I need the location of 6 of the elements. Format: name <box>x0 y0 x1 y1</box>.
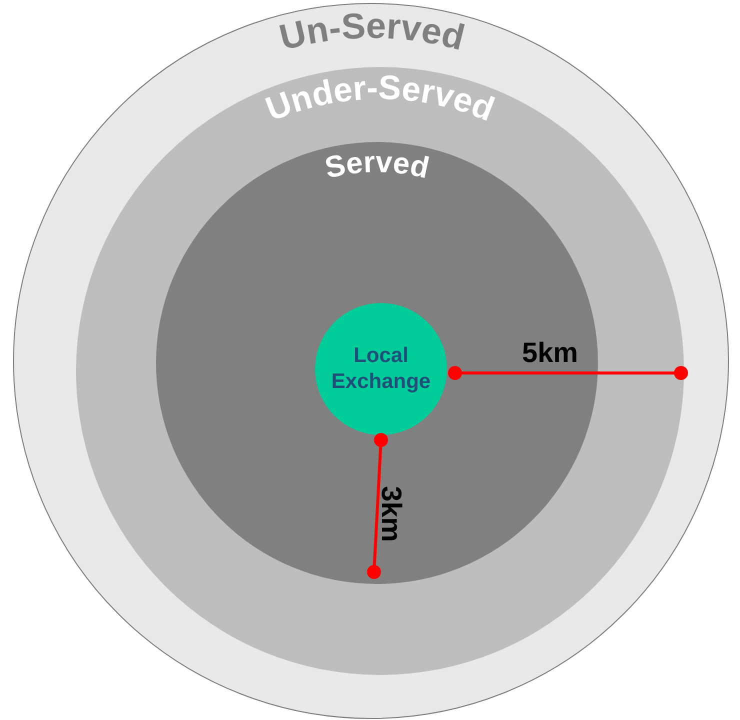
zone-label: Served <box>322 146 432 186</box>
zone-label: Un-Served <box>275 4 469 58</box>
dimension-label: 3km <box>377 486 405 542</box>
zone-label: Under-Served <box>260 68 500 129</box>
exchange-label: Local Exchange <box>330 342 432 395</box>
dimension-label: 5km <box>522 339 578 367</box>
